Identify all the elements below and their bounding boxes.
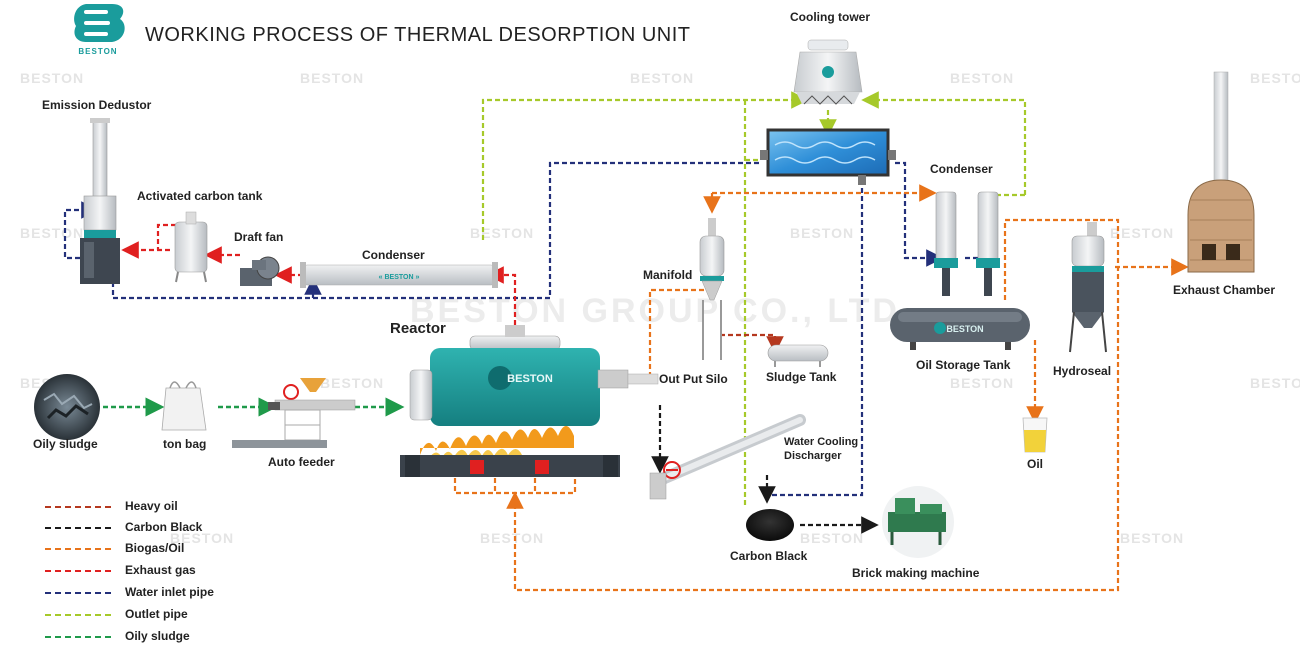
watermark: BESTON — [20, 70, 85, 86]
tank-brand-text: BESTON — [946, 324, 983, 334]
hydroseal-label: Hydroseal — [1053, 364, 1112, 378]
watermark: BESTON — [1120, 530, 1185, 546]
oil-storage-tank: BESTON — [890, 308, 1030, 350]
watermark: BESTON — [1250, 375, 1300, 391]
watermark: BESTON — [20, 225, 85, 241]
hydroseal — [1069, 222, 1107, 353]
watermark: BESTON — [1250, 70, 1300, 86]
watermark: BESTON — [480, 530, 545, 546]
watermark: BESTON — [1110, 225, 1175, 241]
emission-dedustor-label: Emission Dedustor — [42, 98, 152, 112]
exhaust-chamber-label: Exhaust Chamber — [1173, 283, 1276, 297]
oil-beaker — [1022, 417, 1048, 453]
carbon-black-lines — [651, 405, 879, 534]
legend-swatch — [45, 592, 111, 594]
biogas-oil-lines — [453, 184, 1189, 592]
emission-dedustor — [80, 118, 120, 284]
water-cooling-discharger — [649, 414, 806, 500]
legend-swatch — [45, 636, 111, 638]
carbon-black-pile — [746, 509, 794, 541]
discharger-label: Discharger — [784, 450, 842, 462]
sludge-tank-label: Sludge Tank — [766, 370, 837, 384]
out-put-silo-label: Out Put Silo — [659, 372, 728, 386]
legend-label: Biogas/Oil — [125, 541, 185, 555]
legend-swatch — [45, 570, 111, 572]
exhaust-chamber — [1187, 71, 1255, 273]
auto-feeder-label: Auto feeder — [268, 455, 335, 469]
condenser-horizontal: « BESTON » — [300, 262, 498, 288]
oily-sludge-label: Oily sludge — [33, 437, 98, 451]
water-cooling-label: Water Cooling — [784, 436, 859, 448]
auto-feeder — [232, 378, 356, 448]
watermark: BESTON — [800, 530, 865, 546]
brick-machine-label: Brick making machine — [852, 566, 980, 580]
watermark: BESTON — [630, 70, 695, 86]
carbon-black-label: Carbon Black — [730, 549, 808, 563]
legend-label: Outlet pipe — [125, 607, 188, 621]
water-pool — [760, 128, 896, 185]
diagram-title: WORKING PROCESS OF THERMAL DESORPTION UN… — [145, 24, 691, 46]
legend-swatch — [45, 506, 111, 508]
beston-logo — [74, 4, 125, 42]
watermark: BESTON — [950, 375, 1015, 391]
condenser-left-label: Condenser — [362, 248, 425, 262]
watermark: BESTON — [320, 375, 385, 391]
draft-fan — [240, 256, 280, 286]
manifold-vessel — [699, 218, 725, 360]
legend-label: Oily sludge — [125, 629, 190, 643]
condenser-right-label: Condenser — [930, 162, 993, 176]
ton-bag — [161, 381, 207, 431]
cooling-tower — [793, 39, 863, 105]
watermark: BESTON — [790, 225, 855, 241]
activated-carbon-tank — [174, 211, 208, 283]
activated-carbon-tank-label: Activated carbon tank — [137, 189, 263, 203]
watermark: BESTON — [300, 70, 365, 86]
oil-storage-tank-label: Oil Storage Tank — [916, 358, 1011, 372]
ton-bag-label: ton bag — [163, 437, 207, 451]
condenser-vertical-2 — [976, 191, 1000, 296]
condenser-vertical-1 — [934, 191, 958, 296]
draft-fan-label: Draft fan — [234, 230, 284, 244]
watermark: BESTON — [470, 225, 535, 241]
legend-swatch — [45, 548, 111, 550]
legend-swatch — [45, 527, 111, 529]
legend-label: Water inlet pipe — [125, 585, 214, 599]
reactor-brand-text: BESTON — [507, 373, 553, 385]
oil-label: Oil — [1027, 457, 1044, 471]
svg-text:« BESTON »: « BESTON » — [379, 274, 420, 281]
oily-sludge-image — [34, 374, 100, 440]
legend-label: Exhaust gas — [125, 563, 196, 577]
watermark: BESTON — [950, 70, 1015, 86]
legend-label: Carbon Black — [125, 520, 203, 534]
reactor: BESTON — [400, 325, 659, 477]
reactor-label: Reactor — [390, 320, 446, 337]
brick-making-machine — [882, 486, 954, 558]
legend-label: Heavy oil — [125, 499, 178, 513]
heavy-oil-lines — [720, 333, 784, 354]
cooling-tower-label: Cooling tower — [790, 10, 870, 24]
sludge-tank — [767, 344, 829, 367]
legend-swatch — [45, 614, 111, 616]
logo-text: BESTON — [78, 47, 118, 56]
watermark: BESTON — [170, 530, 235, 546]
manifold-label: Manifold — [643, 268, 693, 282]
exhaust-gas-lines — [121, 223, 517, 325]
